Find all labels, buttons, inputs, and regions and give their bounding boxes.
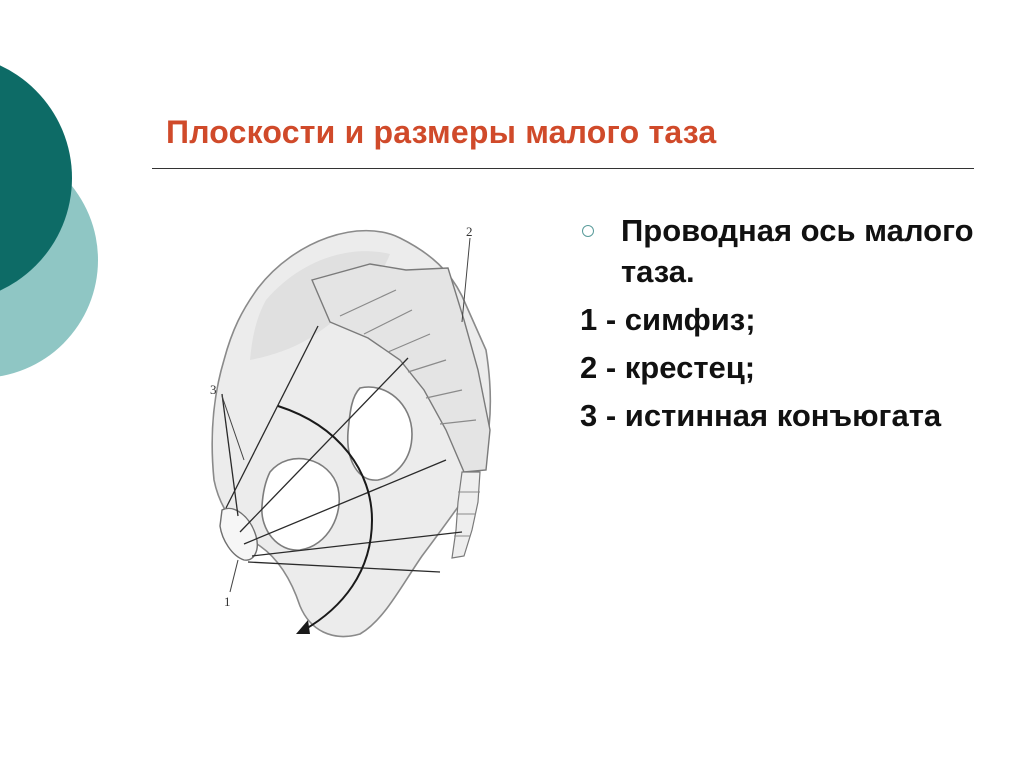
list-item-sacrum: 2 - крестец; bbox=[580, 350, 756, 385]
content-text: Проводная ось малого таза. 1 - симфиз; 2… bbox=[580, 210, 980, 443]
dark-teal-circle bbox=[0, 65, 72, 291]
bullet-item: Проводная ось малого таза. bbox=[580, 210, 980, 292]
hollow-circle-bullet-icon bbox=[582, 225, 594, 237]
figure-label-2: 2 bbox=[466, 224, 473, 239]
list-item-symphysis: 1 - симфиз; bbox=[580, 302, 756, 337]
sacral-segment-lines bbox=[339, 289, 477, 425]
pelvic-plane-lines bbox=[221, 325, 463, 573]
pelvic-axis-curve bbox=[277, 405, 374, 631]
sacrum bbox=[311, 263, 491, 473]
list-item-true-conjugate: 3 - истинная конъюгата bbox=[580, 398, 942, 433]
figure-label-1: 1 bbox=[224, 594, 231, 609]
slide-title: Плоскости и размеры малого таза bbox=[166, 114, 717, 150]
axis-arrow-icon bbox=[296, 620, 310, 634]
title-divider bbox=[152, 168, 974, 169]
bullet-text: Проводная ось малого таза. bbox=[621, 213, 974, 289]
corner-decoration bbox=[0, 65, 98, 377]
label-leader-lines bbox=[221, 237, 471, 593]
figure-label-3: 3 bbox=[210, 382, 217, 397]
pelvis-illustration: 2 3 1 bbox=[210, 224, 492, 638]
coccyx-segments bbox=[454, 491, 480, 537]
obturator-foramen bbox=[261, 457, 340, 551]
